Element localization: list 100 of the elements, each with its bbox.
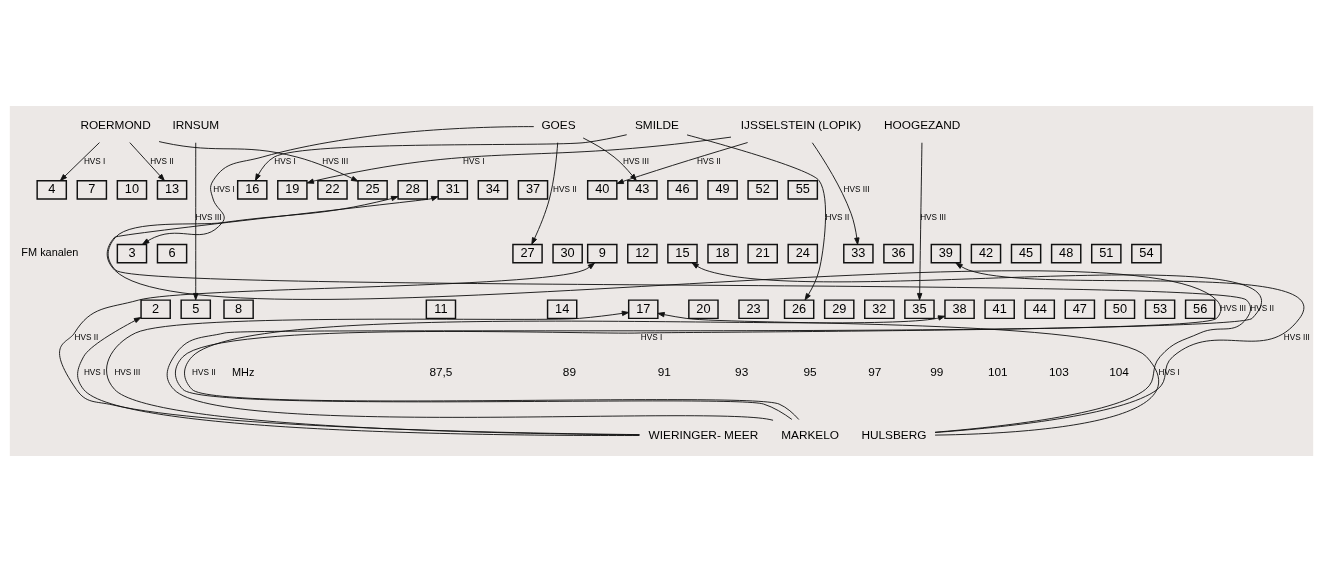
edge-label: HVS I: [463, 156, 485, 166]
node-box: 7: [76, 180, 108, 200]
edge-label: HVS III: [843, 184, 870, 194]
edge-label: HVS III: [920, 213, 947, 223]
node-text: WIERINGER- MEER: [648, 428, 759, 443]
node-box: 26: [783, 299, 815, 320]
node-box: 4: [36, 180, 68, 200]
node-box: 52: [747, 180, 778, 200]
arrow: [158, 141, 359, 182]
label: 104: [1109, 365, 1129, 380]
node-box: 27: [512, 243, 543, 264]
node-text: HULSBERG: [861, 428, 927, 443]
node-box: 42: [970, 243, 1002, 264]
label: FM kanalen: [21, 246, 79, 259]
node-box: 29: [823, 299, 855, 320]
node-box: 55: [787, 180, 819, 200]
label: 103: [1049, 365, 1069, 380]
node-box: 28: [397, 180, 428, 200]
node-box: 33: [843, 243, 874, 264]
node-box: 30: [552, 243, 583, 264]
node-box: 45: [1010, 243, 1042, 264]
arrow: [657, 311, 1159, 436]
node-box: 56: [1184, 299, 1216, 320]
arrow: [934, 262, 1305, 433]
arrow: [129, 142, 165, 181]
label: 89: [562, 365, 577, 380]
label: 99: [930, 365, 944, 380]
node-text: IJSSELSTEIN (LOPIK): [740, 118, 862, 133]
edge-label: HVS II: [150, 156, 174, 166]
arrow: [531, 142, 559, 245]
node-box: 47: [1064, 299, 1096, 320]
node-box: 10: [116, 180, 148, 200]
node-box: 50: [1104, 299, 1136, 320]
edge-label: HVS II: [1250, 304, 1274, 314]
node-box: 32: [864, 299, 895, 320]
node-box: 34: [477, 180, 509, 200]
edge-label: HVS II: [553, 184, 577, 194]
label: 93: [735, 365, 749, 380]
edge-label: HVS II: [192, 368, 216, 378]
arrow: [686, 134, 827, 301]
arrow: [184, 315, 946, 420]
node-box: 37: [517, 180, 549, 200]
node-text: GOES: [541, 118, 576, 133]
node-box: 14: [546, 299, 578, 320]
node-box: 44: [1024, 299, 1056, 320]
node-box: 36: [883, 243, 914, 264]
node-box: 41: [984, 299, 1015, 320]
edge-label: HVS I: [1158, 368, 1180, 378]
node-box: 6: [156, 243, 188, 264]
node-box: 23: [738, 299, 769, 320]
arrow: [255, 134, 628, 181]
node-box: 24: [787, 243, 819, 264]
node-box: 17: [627, 299, 659, 320]
arrow: [59, 262, 640, 436]
node-box: 43: [627, 180, 658, 200]
node-box: 39: [930, 243, 962, 264]
edge-label: HVS III: [114, 368, 141, 378]
edge-label: HVS III: [322, 156, 349, 166]
label: 91: [657, 365, 671, 380]
edge-label: HVS III: [1220, 304, 1246, 314]
edge-label: HVS II: [825, 213, 850, 223]
node-box: 49: [707, 180, 738, 200]
node-box: 31: [437, 180, 469, 200]
node-box: 20: [688, 299, 719, 320]
node-box: 8: [223, 299, 254, 320]
arrow: [142, 126, 535, 245]
edge-label: HVS III: [195, 213, 222, 223]
label: 87,5: [429, 365, 453, 380]
node-box: 21: [747, 243, 778, 264]
node-box: 2: [140, 299, 171, 320]
node-text: ROERMOND: [80, 118, 151, 133]
node-box: 35: [904, 299, 935, 320]
node-box: 48: [1050, 243, 1082, 264]
node-text: MARKELO: [781, 428, 839, 443]
edge-label: HVS I: [83, 368, 106, 378]
node-box: 16: [236, 180, 268, 200]
edge-label: HVS II: [74, 332, 99, 342]
node-box: 5: [180, 299, 212, 320]
node-box: 9: [586, 243, 618, 264]
edge-label: HVS II: [697, 156, 721, 166]
arrow: [174, 262, 1262, 420]
arrow: [616, 142, 749, 184]
node-box: 12: [627, 243, 658, 264]
label: MHz: [231, 365, 255, 378]
node-box: 3: [116, 243, 148, 264]
edge-label: HVS I: [274, 156, 296, 166]
node-text: SMILDE: [634, 118, 679, 133]
arrow: [811, 142, 860, 245]
node-box: 25: [357, 180, 388, 200]
node-box: 53: [1144, 299, 1176, 320]
label: 101: [987, 365, 1008, 380]
edge-label: HVS III: [623, 156, 649, 166]
node-box: 40: [586, 180, 618, 200]
node-box: 19: [277, 180, 308, 200]
edge-label: HVS I: [640, 332, 663, 342]
node-box: 11: [425, 299, 457, 320]
node-box: 38: [944, 299, 975, 320]
node-text: HOOGEZAND: [884, 118, 961, 133]
node-box: 13: [156, 180, 188, 200]
arrow: [917, 142, 923, 301]
